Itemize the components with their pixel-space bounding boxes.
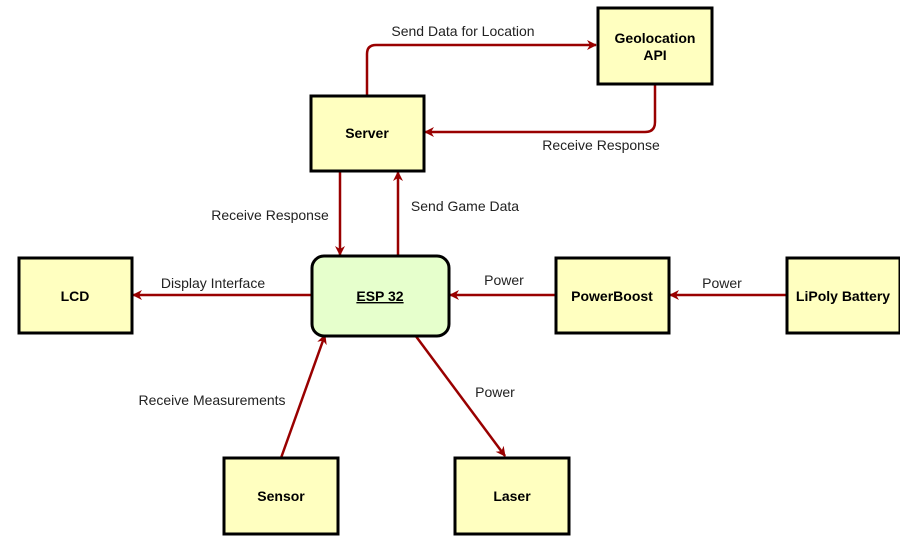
label-receive-server: Receive Response (211, 207, 329, 223)
label-power-laser: Power (475, 384, 515, 400)
node-laser-label: Laser (493, 488, 531, 504)
node-laser-box (453, 456, 571, 536)
node-powerboost-box (554, 256, 671, 335)
label-receive-geo: Receive Response (542, 137, 660, 153)
node-sensor-label: Sensor (257, 488, 305, 504)
edge-receive-geo (424, 84, 657, 137)
node-battery-label: LiPoly Battery (796, 288, 890, 304)
node-geolocation-box (596, 6, 714, 86)
edge-measurements (279, 334, 327, 459)
node-geolocation-label-2: API (643, 47, 666, 63)
node-lcd-label: LCD (61, 288, 90, 304)
label-power-pb: Power (484, 272, 524, 288)
node-server-box (309, 94, 426, 173)
node-geolocation-label-1: Geolocation (615, 30, 696, 46)
node-esp32-box (310, 254, 451, 338)
label-measurements: Receive Measurements (138, 392, 285, 408)
edge-power-laser (413, 334, 507, 457)
label-power-batt: Power (702, 275, 742, 291)
node-lcd-box (17, 256, 134, 335)
label-send-game: Send Game Data (411, 198, 519, 214)
label-send-location: Send Data for Location (391, 23, 534, 39)
edge-send-location (365, 40, 597, 96)
node-powerboost-label: PowerBoost (571, 288, 653, 304)
node-server-label: Server (345, 125, 389, 141)
node-battery-box (785, 256, 900, 335)
label-display: Display Interface (161, 275, 265, 291)
node-sensor-box (222, 456, 340, 536)
node-esp32-label: ESP 32 (356, 288, 403, 304)
